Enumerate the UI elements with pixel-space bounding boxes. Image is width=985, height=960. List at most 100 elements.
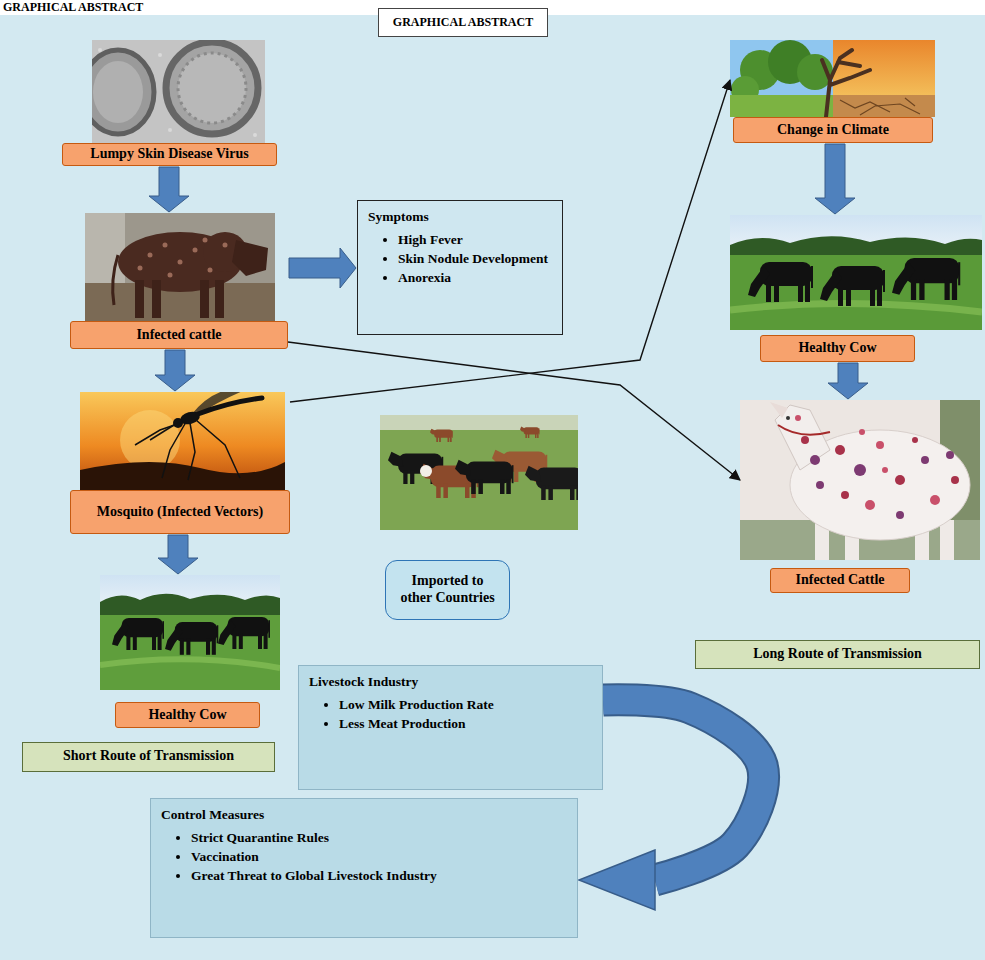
healthy-cow-photo-part <box>892 258 960 300</box>
infected-cattle-photo-part <box>835 445 845 455</box>
mosquito-photo-part <box>188 423 195 480</box>
bullet-item: Skin Nodule Development <box>398 251 552 268</box>
route-tag: Long Route of Transmission <box>695 640 980 669</box>
infected-cattle-photo-part <box>882 467 888 473</box>
virus-micrograph-part <box>93 61 143 123</box>
healthy-cow-photo-part <box>218 617 270 649</box>
climate-photo-part <box>833 95 935 117</box>
infected-cattle-photo-part <box>778 425 830 435</box>
orange-label: Mosquito (Infected Vectors) <box>70 490 290 534</box>
leader-arrow <box>290 80 730 402</box>
block-arrow <box>149 167 189 212</box>
mosquito-photo-part <box>196 420 240 478</box>
box-heading: Control Measures <box>161 807 567 824</box>
node-label: Imported to other Countries <box>394 573 501 607</box>
imported-herd-photo-part <box>420 465 432 477</box>
orange-label: Healthy Cow <box>760 335 915 362</box>
virus-micrograph-part <box>92 50 154 134</box>
mosquito-photo-part <box>120 410 180 470</box>
infected-cattle-photo <box>740 400 980 560</box>
imported-herd-photo-part <box>525 466 578 500</box>
infected-cattle-photo-part <box>740 400 980 560</box>
infected-cattle-photo-part <box>85 213 125 283</box>
infected-cattle-photo-part <box>163 243 168 248</box>
curved-arrow <box>603 700 764 880</box>
climate-photo <box>730 40 935 117</box>
infected-cattle-photo-part <box>152 280 161 318</box>
healthy-cow-photo-part <box>820 266 885 306</box>
orange-label: Change in Climate <box>733 117 933 143</box>
imported-herd-photo-part <box>430 429 453 442</box>
tag-label: Short Route of Transmission <box>33 748 264 765</box>
infected-cattle-photo-part <box>178 260 183 265</box>
virus-micrograph <box>92 40 265 143</box>
infected-cattle-photo-part <box>816 481 824 489</box>
infected-cattle-photo-part <box>946 451 954 459</box>
infected-cattle-photo-part <box>865 500 875 510</box>
node-label: Mosquito (Infected Vectors) <box>97 504 263 521</box>
mosquito-photo-part <box>162 422 186 478</box>
leader-arrow <box>288 342 740 480</box>
bullet-item: Great Threat to Global Livestock Industr… <box>191 868 567 885</box>
healthy-cow-photo-part <box>730 303 982 312</box>
block-arrow <box>158 535 198 574</box>
infected-cattle-photo-part <box>200 280 209 318</box>
photo-card: Infected cattle <box>70 213 288 349</box>
infected-cattle-photo-part <box>138 266 143 271</box>
bullet-list: High FeverSkin Nodule DevelopmentAnorexi… <box>368 232 552 287</box>
infected-cattle-photo-part <box>810 455 820 465</box>
virus-micrograph-part <box>166 42 258 134</box>
leader-arrow <box>290 80 730 402</box>
infected-cattle-photo-part <box>786 416 790 420</box>
block-arrow <box>815 144 855 214</box>
infected-cattle-photo-part <box>859 429 865 435</box>
node-label: Infected Cattle <box>795 572 884 589</box>
photo-card: Healthy Cow <box>100 575 280 728</box>
orange-label: Infected cattle <box>70 321 288 349</box>
photo-card: Lumpy Skin Disease Virus <box>62 40 277 166</box>
healthy-cow-photo <box>730 215 982 330</box>
healthy-cow-photo-part <box>112 618 164 650</box>
box-heading: Symptoms <box>368 209 552 226</box>
infected-cattle-photo-part <box>930 495 940 505</box>
photo-card: Infected Cattle <box>740 400 980 593</box>
healthy-cow-photo-part <box>100 659 280 668</box>
infected-cattle-photo-part <box>113 255 118 305</box>
mosquito-photo <box>80 392 285 490</box>
node-label: Infected cattle <box>136 327 221 344</box>
infected-cattle-photo-part <box>921 456 929 464</box>
orange-label: Healthy Cow <box>115 702 260 728</box>
text-box: Control MeasuresStrict Quarantine RulesV… <box>150 798 578 938</box>
arrow-head <box>579 850 655 910</box>
mosquito-photo-part <box>80 462 285 490</box>
imported-herd-photo-part <box>455 460 514 494</box>
block-arrow <box>158 535 198 574</box>
healthy-cow-photo-part <box>100 615 280 690</box>
bullet-list: Strict Quarantine RulesVaccinationGreat … <box>161 830 567 885</box>
infected-cattle-photo-part <box>912 437 918 443</box>
infected-cattle-photo-part <box>951 476 959 484</box>
infected-cattle-photo-part <box>193 248 198 253</box>
healthy-cow-photo <box>100 575 280 690</box>
healthy-cow-photo-part <box>748 262 813 302</box>
virus-micrograph-part <box>178 53 246 123</box>
block-arrow <box>155 350 195 391</box>
healthy-cow-photo-part <box>165 622 218 655</box>
infected-cattle-photo-part <box>203 238 208 243</box>
bullet-item: Vaccination <box>191 849 567 866</box>
photo-card: Change in Climate <box>730 40 935 143</box>
box-heading: Livestock Industry <box>309 674 592 691</box>
infected-cattle-photo-part <box>85 213 275 321</box>
block-arrow <box>289 248 356 288</box>
infected-cattle-photo-part <box>801 436 809 444</box>
healthy-cow-photo-part <box>730 255 982 330</box>
imported-herd-photo-part <box>520 427 540 438</box>
infected-cattle-photo-part <box>795 415 801 421</box>
title-box: GRAPHICAL ABSTRACT <box>378 8 548 37</box>
bullet-list: Low Milk Production RateLess Meat Produc… <box>309 697 592 733</box>
infected-cattle-photo-part <box>232 240 268 276</box>
mosquito-photo-part <box>80 392 285 490</box>
rounded-label: Imported to other Countries <box>385 560 510 620</box>
infected-cattle-photo-part <box>876 441 884 449</box>
